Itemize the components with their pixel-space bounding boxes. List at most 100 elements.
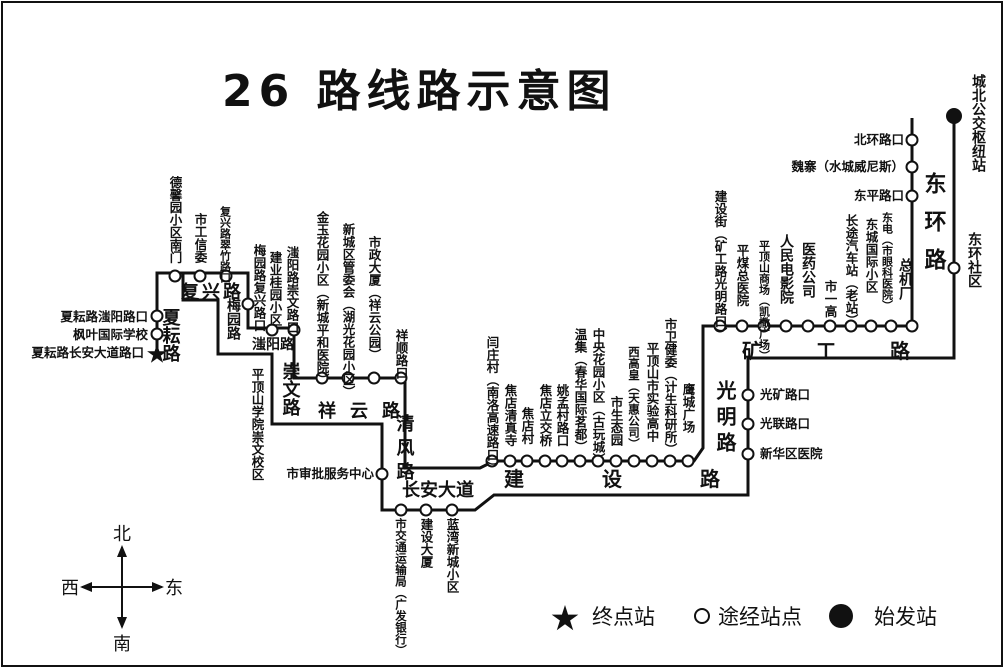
stop-marker[interactable] [503,454,517,468]
road-name: 梅园路 [225,297,241,340]
stop-marker[interactable] [905,319,919,333]
stop-marker[interactable] [905,133,919,147]
terminal-station-star-icon[interactable] [147,344,167,363]
stop-marker[interactable] [947,261,961,275]
legend-terminal-label: 终点站 [592,605,655,629]
station-label: 焦店清真寺 [503,383,518,447]
stop-marker[interactable] [419,503,433,517]
station-label: 市卫健委（计生科研所） [663,317,678,456]
stop-marker[interactable] [367,371,381,385]
station-label: 德馨园小区南门 [168,175,183,264]
stop-marker[interactable] [884,319,898,333]
west-arrow-icon [80,582,92,592]
stop-marker[interactable] [394,371,408,385]
stop-marker[interactable] [844,319,858,333]
stop-marker[interactable] [315,371,329,385]
stop-marker[interactable] [779,319,793,333]
stop-marker[interactable] [609,454,623,468]
stop-marker[interactable] [735,319,749,333]
station-label: 平顶山学院崇文校区 [250,368,265,481]
road-segment [746,112,956,392]
road-name: 建设路 [504,467,798,491]
road-network [155,112,956,512]
stop-marker[interactable] [150,327,164,341]
stop-marker[interactable] [241,297,255,311]
stop-marker[interactable] [905,189,919,203]
stop-marker[interactable] [864,319,878,333]
station-label: 夏耘路滍阳路口 [59,309,148,324]
legend-via-circle-icon [694,608,710,624]
stop-marker[interactable] [741,447,755,461]
station-label: 市生态园 [609,395,624,447]
station-label: 金玉花园小区（新城平和医院） [315,210,330,386]
compass: 北 南 西 东 [61,524,183,655]
stop-marker[interactable] [573,454,587,468]
stop-marker[interactable] [555,454,569,468]
stop-marker[interactable] [168,269,182,283]
stop-marker[interactable] [905,160,919,174]
station-label: 新城区管委会（湖光花园小区） [341,222,356,398]
stations [147,108,962,517]
station-label: 建设大厦 [419,517,434,569]
origin-station-label: 城北公交枢纽站 [970,73,986,173]
station-label: 东环社区 [966,231,983,288]
stop-marker[interactable] [627,454,641,468]
station-label: 长途汽车站（老站） [844,213,859,327]
station-label: 平顶山商场（凯撒广场） [758,240,772,361]
stop-marker[interactable] [741,417,755,431]
station-label: 蓝湾新城小区 [445,517,460,594]
station-label: 建业桂园小区 [268,250,283,327]
stop-marker[interactable] [193,269,207,283]
stop-marker[interactable] [538,454,552,468]
road-name: 光明路 [713,380,737,458]
station-label: 西高皇（天惠公司） [627,346,641,450]
north-arrow-icon [117,545,127,557]
stop-marker[interactable] [713,319,727,333]
station-label: 光矿路口 [759,387,810,402]
station-label: 新华区医院 [760,446,823,461]
stop-marker[interactable] [287,323,301,337]
stop-marker[interactable] [150,309,164,323]
stop-marker[interactable] [591,454,605,468]
stop-marker[interactable] [375,467,389,481]
station-label: 中央花园小区（古玩城） [591,327,606,466]
station-label: 魏寨（水城威尼斯） [790,159,904,174]
stop-marker[interactable] [645,454,659,468]
stop-marker[interactable] [757,319,771,333]
east-arrow-icon [152,582,164,592]
origin-station-marker[interactable] [946,108,962,124]
stop-marker[interactable] [520,454,534,468]
station-label: 人民电影院 [778,233,794,305]
road-name: 夏耘路 [160,308,181,363]
stop-marker[interactable] [265,323,279,337]
stop-marker[interactable] [823,319,837,333]
road-labels: 夏耘路 复兴路 梅园路 滍阳路 崇文路 祥云路 清风路 长安大道 建设路 光明路… [160,171,947,501]
station-label: 东电（市眼科医院） [881,211,895,311]
stop-marker[interactable] [485,454,499,468]
stop-marker[interactable] [801,319,815,333]
station-label: 枫叶国际学校 [73,327,149,342]
station-label: 东平路口 [854,188,904,203]
road-name: 长安大道 [402,479,474,501]
station-label: 东城国际小区 [864,217,879,294]
compass-north: 北 [113,524,131,545]
station-label: 市审批服务中心 [286,466,374,481]
stop-marker[interactable] [741,388,755,402]
stop-marker[interactable] [219,269,233,283]
station-label: 滍阳路崇文路口 [285,245,300,334]
road-segment [155,118,914,470]
station-labels: 夏耘路滍阳路口 枫叶国际学校 夏耘路长安大道路口 市审批服务中心 北环路口 魏寨… [30,132,904,481]
stop-marker[interactable] [681,454,695,468]
stop-marker[interactable] [341,371,355,385]
station-label: 复兴路翠竹路口 [219,205,233,284]
station-label: 梅园路复兴路口 [252,243,267,332]
station-label: 建设街（矿工路光明路口） [713,189,728,340]
road-name: 崇文路 [280,361,301,417]
road-name: 清风路 [394,414,415,486]
stop-marker[interactable] [394,503,408,517]
stop-marker[interactable] [663,454,677,468]
station-label: 祥顺路口 [394,328,409,380]
stop-marker[interactable] [445,503,459,517]
road-name: 复兴路 [180,281,244,303]
